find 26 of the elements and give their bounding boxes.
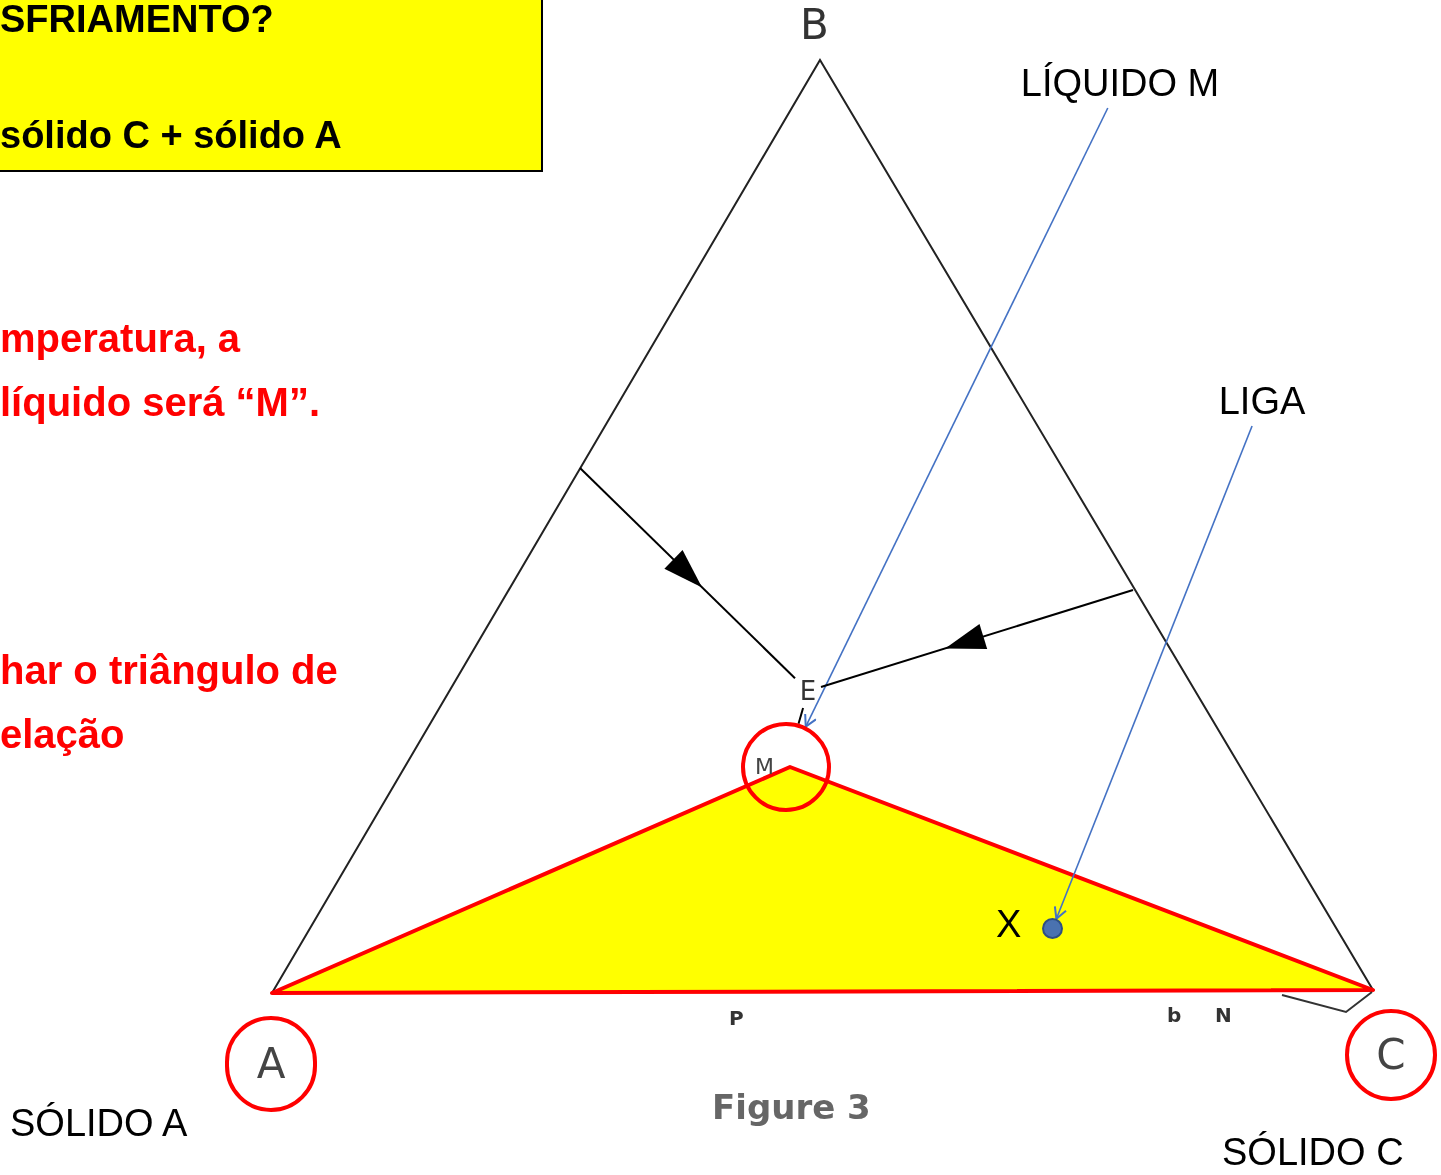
callout-label: LÍQUIDO M bbox=[1020, 64, 1220, 102]
arrow bbox=[579, 467, 796, 680]
explanation-text: elação bbox=[0, 714, 125, 754]
callout-label: E bbox=[799, 678, 817, 704]
connector-line bbox=[797, 707, 805, 725]
point-label: b bbox=[1167, 1005, 1182, 1025]
explanation-text: líquido será “M”. bbox=[0, 382, 321, 422]
explanation-text: mperatura, a bbox=[0, 318, 241, 358]
figure-caption: Figure 3 bbox=[712, 1090, 871, 1124]
leader-line bbox=[1053, 425, 1253, 920]
point-label: M bbox=[755, 756, 774, 778]
explanation-text: har o triângulo de bbox=[0, 650, 338, 690]
leader-line bbox=[804, 107, 1109, 728]
callout-label: LIGA bbox=[1218, 382, 1306, 420]
box-text: SFRIAMENTO? bbox=[0, 0, 275, 38]
arrow bbox=[820, 589, 1134, 688]
vertex-label: C bbox=[1376, 1034, 1406, 1076]
phase-label: SÓLIDO A bbox=[10, 1104, 188, 1142]
point-label: P bbox=[729, 1008, 744, 1028]
question-box bbox=[0, 0, 543, 172]
phase-label: SÓLIDO C bbox=[1222, 1133, 1404, 1171]
point-label: X bbox=[996, 905, 1022, 943]
vertex-label: A bbox=[256, 1043, 286, 1085]
vertex-label: B bbox=[800, 4, 829, 46]
box-text: sólido C + sólido A bbox=[0, 116, 343, 154]
point-label: N bbox=[1215, 1005, 1232, 1025]
